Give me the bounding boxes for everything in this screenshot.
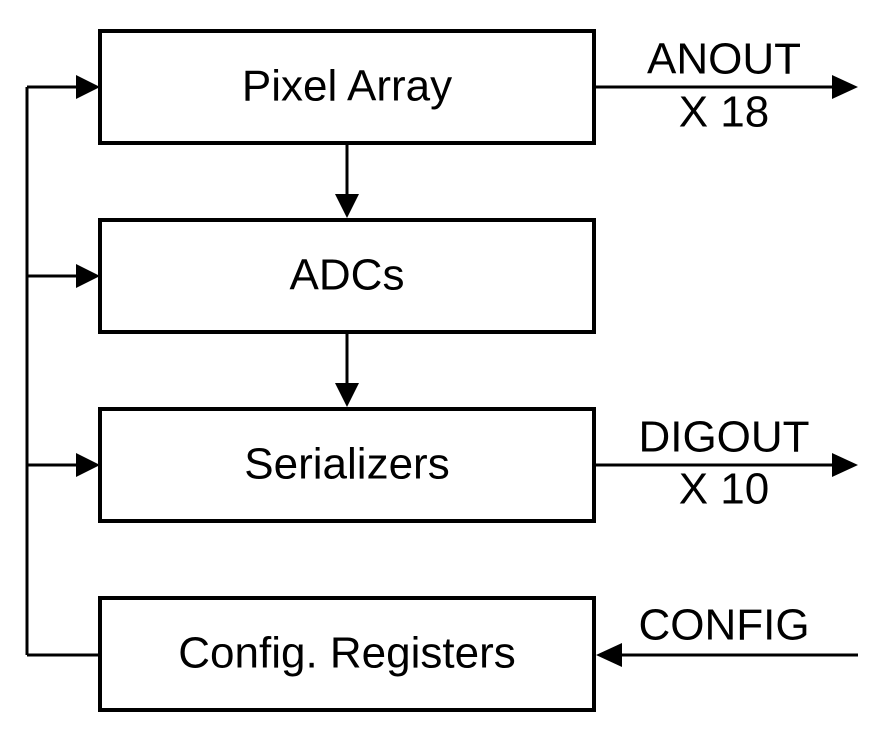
adcs-to-serializers-head — [335, 383, 359, 407]
pixel-array-to-adcs-head — [335, 194, 359, 218]
adcs-block: ADCs — [98, 218, 596, 334]
anout-label: ANOUT — [647, 35, 801, 84]
config-registers-block: Config. Registers — [98, 596, 596, 712]
anout-output: ANOUT X 18 — [596, 35, 858, 137]
serializers-block: Serializers — [98, 407, 596, 523]
anout-count: X 18 — [679, 88, 770, 137]
config-label: CONFIG — [638, 601, 809, 650]
config-input: CONFIG — [596, 601, 858, 667]
arrowhead-to-serializers — [76, 453, 100, 477]
arrowhead-to-pixel-array — [76, 75, 100, 99]
serializers-box — [98, 407, 596, 523]
config-registers-box — [98, 596, 596, 712]
anout-arrowhead — [832, 75, 858, 99]
digout-output: DIGOUT X 10 — [596, 413, 858, 514]
pixel-array-to-adcs-arrow — [335, 145, 359, 218]
adcs-to-serializers-arrow — [335, 334, 359, 407]
arrowhead-to-adcs — [76, 264, 100, 288]
pixel-array-block: Pixel Array — [98, 29, 596, 145]
config-feedback-bus — [25, 75, 100, 657]
serializers-label: Serializers — [244, 440, 449, 489]
config-arrowhead — [596, 643, 622, 667]
pixel-array-box — [98, 29, 596, 145]
adcs-box — [98, 218, 596, 334]
digout-count: X 10 — [679, 465, 770, 514]
pixel-array-label: Pixel Array — [242, 62, 452, 111]
config-registers-label: Config. Registers — [178, 629, 515, 678]
digout-label: DIGOUT — [638, 413, 809, 462]
adcs-label: ADCs — [290, 251, 405, 300]
digout-arrowhead — [832, 453, 858, 477]
